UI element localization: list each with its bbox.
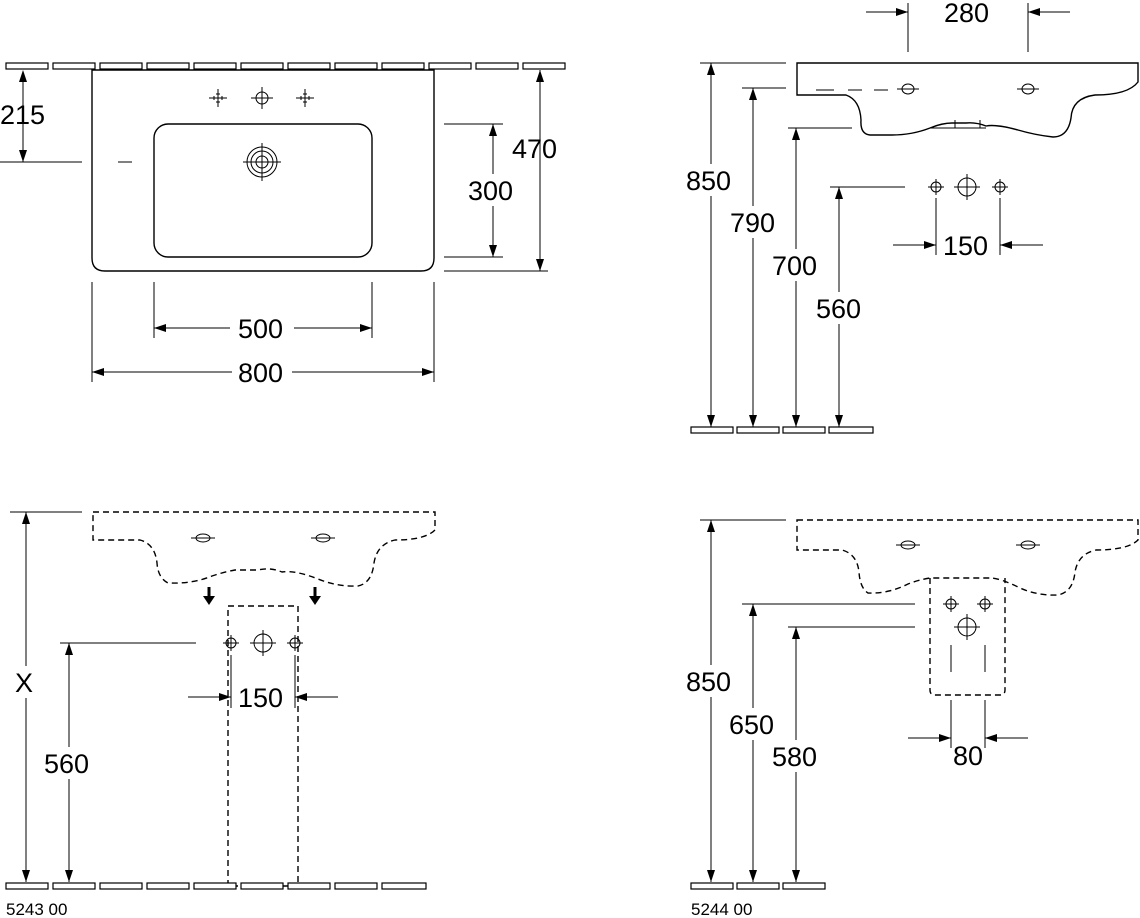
dim-650-label: 650: [729, 710, 774, 740]
fixing-hole-icon: [190, 533, 216, 543]
basin-bowl: [153, 123, 373, 258]
waste-holes-icon: [222, 629, 304, 657]
dim-150-label: 150: [238, 683, 283, 713]
dim-580-label: 580: [772, 742, 817, 772]
dim-560-label: 560: [816, 294, 861, 324]
dim-80-label: 80: [953, 741, 983, 771]
fixing-hole-icon: [897, 83, 919, 95]
floor-tiles-5244: [690, 882, 826, 890]
top-view: 215 470 300 500 800: [0, 62, 566, 388]
dim-560-label: 560: [44, 749, 89, 779]
dim-850-label: 850: [686, 166, 731, 196]
dim-150-label: 150: [943, 231, 988, 261]
basin-outline: [91, 69, 435, 272]
waste-holes-icon: [942, 595, 994, 641]
dim-280-label: 280: [944, 0, 989, 28]
product-code-5243: 5243 00: [6, 900, 67, 918]
dim-850-label: 850: [686, 667, 731, 697]
variant-5244: 80 850 650 580 5244 00: [684, 519, 1139, 918]
drain-icon: [243, 143, 281, 181]
down-arrow-icon: [203, 587, 321, 605]
basin-dashed-outline: [92, 511, 436, 587]
dim-500-label: 500: [238, 314, 283, 344]
basin-dashed-outline: [796, 519, 1139, 596]
fixing-hole-icon: [895, 540, 921, 550]
dim-300-label: 300: [468, 176, 513, 206]
dim-790-label: 790: [730, 208, 775, 238]
dim-x-label: X: [15, 668, 33, 698]
side-view: 280 150 850: [684, 0, 1139, 434]
fixing-hole-icon: [310, 533, 336, 543]
dim-215-label: 215: [0, 100, 45, 130]
fixing-hole-icon: [1017, 83, 1039, 95]
dim-700-label: 700: [772, 251, 817, 281]
product-code-5244: 5244 00: [691, 900, 752, 918]
dim-800-label: 800: [238, 358, 283, 388]
fixing-hole-icon: [1015, 540, 1041, 550]
floor-tiles-side: [690, 426, 874, 434]
wall-tiles-top: [5, 62, 566, 70]
basin-front-outline: [796, 62, 1139, 138]
variant-5243: 150 X 560 5243 00: [5, 511, 436, 918]
tap-hole-icon: [209, 87, 314, 109]
waste-holes-icon: [927, 173, 1009, 201]
floor-tiles-5243: [5, 882, 427, 890]
dim-470-label: 470: [512, 134, 557, 164]
semi-pedestal-dashed: [929, 578, 1006, 696]
